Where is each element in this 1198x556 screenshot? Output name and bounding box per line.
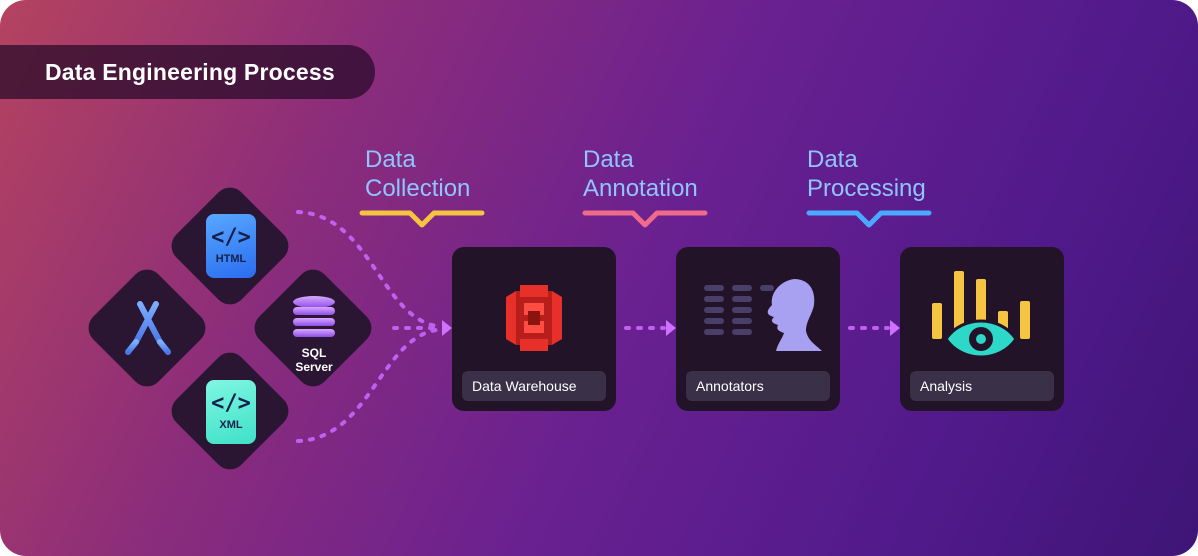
box-label-analysis: Analysis — [910, 371, 1054, 401]
connector-xml — [296, 328, 438, 443]
stage-label-processing: Data Processing — [807, 145, 926, 203]
box-label-annotators: Annotators — [686, 371, 830, 401]
arrowhead-analysis — [890, 320, 900, 336]
stage-label-line: Data — [583, 146, 634, 173]
stage-label-line: Data — [365, 146, 416, 173]
html-file-label: HTML — [215, 253, 247, 265]
box-annotators: Annotators — [676, 247, 840, 411]
stage-label-annotation: Data Annotation — [583, 145, 698, 203]
annotator-head-icon — [704, 279, 822, 351]
page-title: Data Engineering Process — [45, 59, 335, 85]
xml-file-symbol: </> — [211, 391, 251, 416]
app-store-icon — [119, 301, 177, 355]
sql-label-line1: SQL — [301, 346, 327, 360]
box-data-warehouse: Data Warehouse — [452, 247, 616, 411]
stage-bracket-collection — [359, 210, 485, 228]
title-pill: Data Engineering Process — [0, 45, 375, 99]
connector-html — [296, 210, 438, 328]
xml-file-icon: </> XML — [206, 380, 256, 444]
stage-label-line: Processing — [807, 175, 926, 202]
arrowhead-warehouse — [442, 320, 452, 336]
sql-label-line2: Server — [295, 360, 333, 374]
stage-label-line: Annotation — [583, 175, 698, 202]
xml-file-label: XML — [219, 419, 243, 431]
html-file-symbol: </> — [211, 225, 251, 250]
stage-label-collection: Data Collection — [365, 145, 470, 203]
html-file-icon: </> HTML — [206, 214, 256, 278]
database-icon — [293, 296, 335, 337]
box-analysis: Analysis — [900, 247, 1064, 411]
stage-bracket-annotation — [582, 210, 708, 228]
analysis-eye-icon — [932, 271, 1030, 359]
sql-server-label: SQL Server — [282, 346, 346, 374]
stage-label-line: Collection — [365, 175, 471, 202]
stage-label-line: Data — [807, 146, 858, 173]
aws-s3-icon — [506, 285, 562, 351]
box-label-data-warehouse: Data Warehouse — [462, 371, 606, 401]
stage-bracket-processing — [806, 210, 932, 228]
arrowhead-annotators — [666, 320, 676, 336]
